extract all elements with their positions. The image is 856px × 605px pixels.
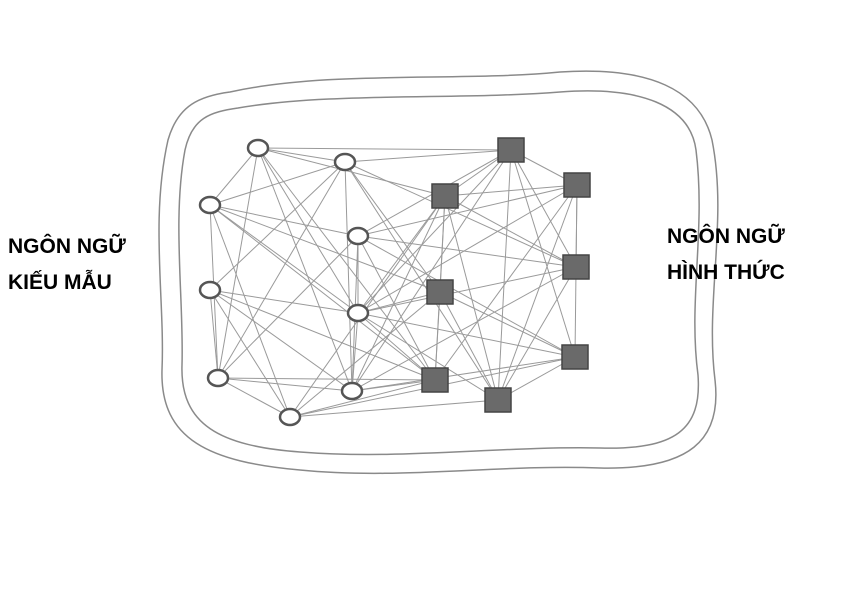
edge (351, 379, 436, 392)
edge (351, 356, 576, 392)
edge (497, 266, 577, 401)
square-node (426, 279, 454, 305)
edge (439, 291, 576, 358)
edge (344, 161, 499, 401)
edge (444, 184, 578, 197)
square-node (497, 137, 525, 163)
edge (357, 184, 578, 314)
edge (209, 161, 346, 291)
edge (257, 147, 359, 314)
square-node (563, 172, 591, 198)
edge (217, 161, 346, 379)
edge (357, 235, 577, 268)
circle-node (346, 303, 370, 323)
edge (217, 235, 359, 379)
square-node (561, 344, 589, 370)
square-node (562, 254, 590, 280)
edge (209, 204, 359, 314)
square-node (431, 183, 459, 209)
edge (209, 289, 436, 381)
edges (209, 147, 578, 418)
edge (357, 235, 576, 358)
edge (344, 161, 577, 268)
circle-node (198, 280, 222, 300)
right-label-line1: NGÔN NGỮ (667, 225, 785, 248)
edge (434, 291, 441, 381)
edge (357, 149, 512, 314)
edge (497, 184, 578, 401)
edge (257, 147, 512, 151)
edge (351, 195, 446, 392)
edge (444, 195, 577, 268)
edge (357, 312, 576, 358)
edge (209, 289, 219, 379)
edge (289, 291, 441, 418)
edge (444, 195, 499, 401)
edge (209, 289, 291, 418)
circle-node (206, 368, 230, 388)
edge (344, 161, 353, 392)
outer-boundary (158, 70, 719, 475)
edge (257, 147, 436, 381)
edge (289, 195, 446, 418)
edge (209, 204, 436, 381)
circle-node (246, 138, 270, 158)
edge (289, 379, 436, 418)
edge (257, 147, 353, 392)
edge (357, 312, 499, 401)
circle-node (340, 381, 364, 401)
edge (357, 266, 577, 314)
edge (217, 377, 436, 381)
edge (510, 149, 577, 268)
edge (351, 149, 512, 392)
circle-node (333, 152, 357, 172)
edge (289, 399, 499, 418)
right-label-line2: HÌNH THỨC (667, 261, 785, 284)
edge (357, 235, 436, 381)
right-label: NGÔN NGỮ HÌNH THỨC (667, 219, 785, 291)
edge (351, 266, 577, 392)
edge (209, 204, 291, 418)
edge (357, 195, 446, 314)
edge (209, 204, 359, 237)
edge (434, 184, 578, 381)
square-node (421, 367, 449, 393)
edge (344, 149, 512, 163)
edge (344, 161, 441, 293)
edge (209, 147, 259, 206)
inner-boundary (178, 90, 700, 456)
edge (209, 289, 353, 392)
edge (439, 291, 499, 401)
edge (217, 377, 291, 418)
edge (510, 149, 576, 358)
circle-node (346, 226, 370, 246)
circle-node (278, 407, 302, 427)
edge (497, 149, 512, 401)
edge (351, 312, 359, 392)
edge (209, 204, 441, 293)
edge (357, 184, 578, 237)
nodes (198, 137, 591, 427)
left-label: NGÔN NGỮ KIẾU MẪU (8, 229, 126, 301)
edge (209, 161, 346, 206)
circle-node (198, 195, 222, 215)
left-label-line2: KIẾU MẪU (8, 271, 112, 294)
edge (217, 377, 353, 392)
left-label-line1: NGÔN NGỮ (8, 235, 126, 258)
edge (209, 289, 359, 314)
square-node (484, 387, 512, 413)
edge (257, 147, 346, 163)
